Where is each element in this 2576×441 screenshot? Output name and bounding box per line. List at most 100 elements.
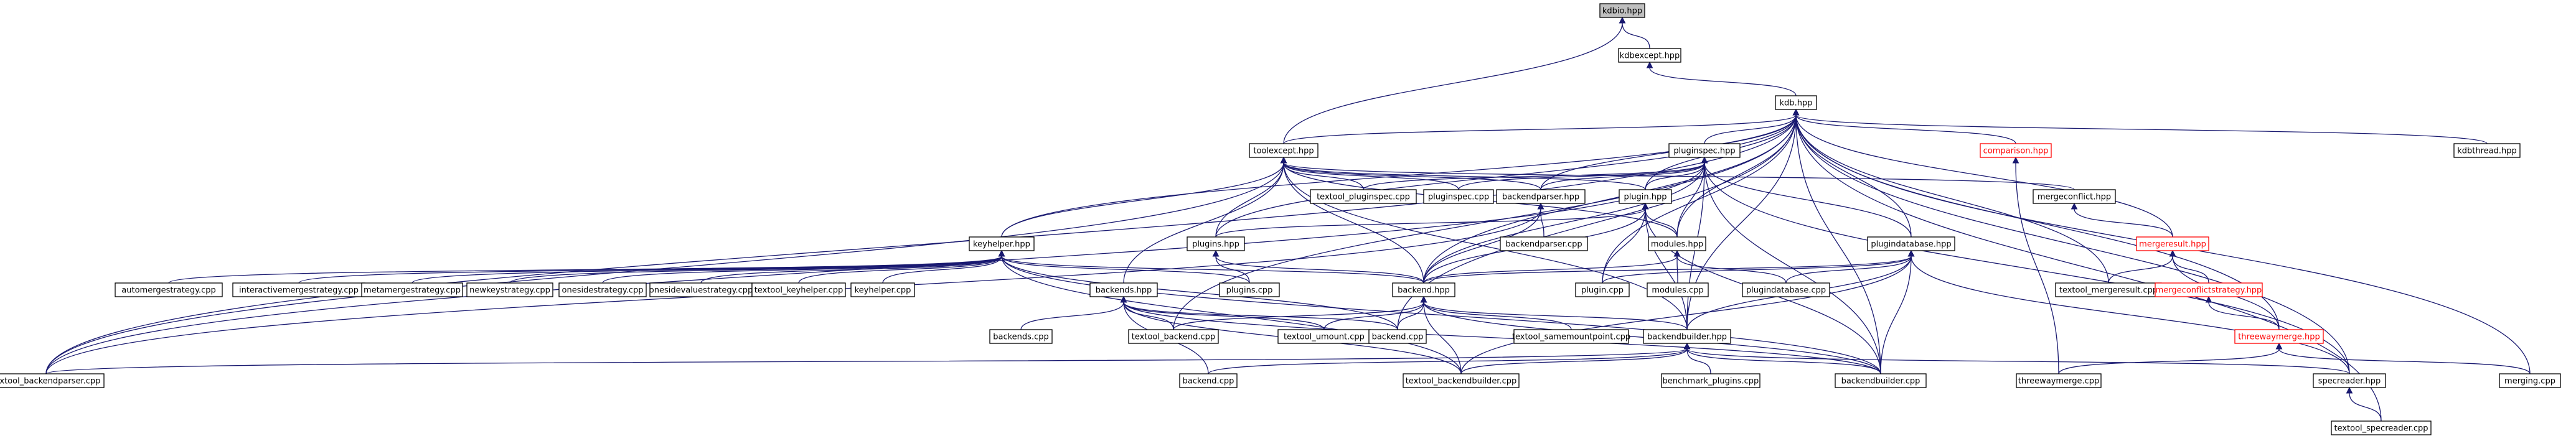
node-box (1648, 236, 1706, 251)
edge-kdb_hpp-to-textool_backend_cpp (1173, 114, 1797, 330)
edge-arrowhead-backendbuilder_hpp-to-textool_backendparser_cpp (1683, 342, 1691, 350)
edge-backend_hpp-to-backend_cpp_mid (1397, 302, 1424, 330)
node-label: backend.cpp (1372, 333, 1424, 342)
node-interactivemergestrategy-cpp[interactable]: interactivemergestrategy.cpp (232, 282, 365, 297)
node-plugin-cpp[interactable]: plugin.cpp (1575, 282, 1630, 297)
node-backendparser-cpp[interactable]: backendparser.cpp (1500, 236, 1588, 251)
node-textool-umount-cpp[interactable]: textool_umount.cpp (1277, 329, 1371, 344)
node-onesidevaluestrategy-cpp[interactable]: onesidevaluestrategy.cpp (649, 282, 753, 297)
edge-toolexcept_hpp-to-plugin_hpp (1283, 162, 1646, 190)
node-plugins-cpp[interactable]: plugins.cpp (1219, 282, 1280, 297)
node-label: plugins.hpp (1192, 240, 1239, 249)
edge-arrowhead-toolexcept_hpp-to-backendbuilder_hpp (1280, 156, 1287, 164)
node-threewaymerge-cpp[interactable]: threewaymerge.cpp (2016, 373, 2102, 388)
node-mergeconflict-hpp[interactable]: mergeconflict.hpp (2033, 189, 2116, 204)
node-modules-cpp[interactable]: modules.cpp (1647, 282, 1709, 297)
node-box (1980, 143, 2052, 158)
node-pluginspec-cpp[interactable]: pluginspec.cpp (1423, 189, 1494, 204)
node-mergeresult-hpp[interactable]: mergeresult.hpp (2136, 236, 2209, 251)
node-backend-hpp[interactable]: backend.hpp (1392, 282, 1455, 297)
node-keyhelper-cpp[interactable]: keyhelper.cpp (850, 282, 915, 297)
edge-arrowhead-mergeresult_hpp-to-threewaymerge_hpp (2169, 249, 2176, 257)
edge-backends_hpp-to-textool_backend_cpp (1123, 302, 1174, 330)
node-box (2136, 236, 2209, 251)
node-backend-cpp-mid[interactable]: backend.cpp (1368, 329, 1427, 344)
edge-kdb_hpp-to-mergeresult_hpp (1795, 114, 2173, 238)
node-automergestrategy-cpp[interactable]: automergestrategy.cpp (115, 282, 223, 297)
edge-arrowhead-keyhelper_hpp-to-backendbuilder_cpp (998, 249, 1005, 257)
edge-backend_hpp-to-textool_backendbuilder_cpp (1423, 302, 1462, 374)
node-textool-samemountpoint-cpp[interactable]: textool_samemountpoint.cpp (1512, 329, 1630, 344)
edge-kdb_hpp-to-textool_backendparser_cpp (45, 114, 1797, 374)
edge-arrowhead-kdb_hpp-to-backend_cpp_mid (1792, 108, 1800, 116)
node-box (1368, 329, 1427, 344)
node-label: merging.cpp (2504, 377, 2555, 386)
edge-threewaymerge_hpp-to-merging_cpp (2278, 348, 2531, 374)
node-label: newkeystrategy.cpp (469, 286, 550, 295)
node-box (2033, 189, 2116, 204)
node-kdbthread-hpp[interactable]: kdbthread.hpp (2453, 143, 2521, 158)
edge-toolexcept_hpp-to-textool_backendparser_cpp (45, 162, 1284, 374)
node-comparison-hpp[interactable]: comparison.hpp (1980, 143, 2052, 158)
edge-kdb_hpp-to-plugins_hpp (1215, 114, 1797, 238)
node-backend-cpp[interactable]: backend.cpp (1179, 373, 1238, 388)
node-textool-backendparser-cpp[interactable]: textool_backendparser.cpp (0, 373, 105, 388)
node-box (1575, 282, 1630, 297)
node-modules-hpp[interactable]: modules.hpp (1648, 236, 1706, 251)
edge-arrowhead-comparison_hpp-to-threewaymerge_cpp (2012, 156, 2019, 164)
edges-layer (45, 16, 2531, 422)
node-metamergestrategy-cpp[interactable]: metamergestrategy.cpp (361, 282, 463, 297)
edge-pluginspec_hpp-to-plugin_hpp (1645, 162, 1705, 190)
node-label: metamergestrategy.cpp (364, 286, 461, 295)
edge-backendbuilder_hpp-to-backendbuilder_cpp (1686, 348, 1881, 374)
node-backendbuilder-cpp[interactable]: backendbuilder.cpp (1835, 373, 1927, 388)
edge-arrowhead-kdbio_hpp-to-toolexcept_hpp (1619, 16, 1626, 24)
node-pluginspec-hpp[interactable]: pluginspec.hpp (1668, 143, 1741, 158)
node-label: onesidestrategy.cpp (562, 286, 644, 295)
node-backendparser-hpp[interactable]: backendparser.hpp (1496, 189, 1586, 204)
node-onesidestrategy-cpp[interactable]: onesidestrategy.cpp (558, 282, 647, 297)
node-textool-mergeresult-cpp[interactable]: textool_mergeresult.cpp (2055, 282, 2162, 297)
node-textool-backend-cpp[interactable]: textool_backend.cpp (1128, 329, 1219, 344)
node-plugin-hpp[interactable]: plugin.hpp (1619, 189, 1672, 204)
node-merging-cpp[interactable]: merging.cpp (2499, 373, 2561, 388)
node-plugins-hpp[interactable]: plugins.hpp (1187, 236, 1245, 251)
node-textool-backendbuilder-cpp[interactable]: textool_backendbuilder.cpp (1403, 373, 1520, 388)
node-label: keyhelper.cpp (855, 286, 911, 295)
node-box (1500, 236, 1588, 251)
node-keyhelper-hpp[interactable]: keyhelper.hpp (969, 236, 1035, 251)
node-mergeconflictstrategy-hpp[interactable]: mergeconflictstrategy.hpp (2155, 282, 2263, 297)
edge-kdb_hpp-to-pluginspec_hpp (1704, 114, 1797, 144)
node-benchmark-plugins-cpp[interactable]: benchmark_plugins.cpp (1661, 373, 1760, 388)
node-textool-pluginspec-cpp[interactable]: textool_pluginspec.cpp (1310, 189, 1417, 204)
node-backends-cpp[interactable]: backends.cpp (989, 329, 1053, 344)
node-threewaymerge-hpp[interactable]: threewaymerge.hpp (2234, 329, 2324, 344)
node-box (1089, 282, 1158, 297)
node-kdbexcept-hpp[interactable]: kdbexcept.hpp (1618, 48, 1681, 63)
node-specreader-hpp[interactable]: specreader.hpp (2313, 373, 2386, 388)
node-label: kdbexcept.hpp (1620, 52, 1680, 61)
edge-mergeconflictstrategy_hpp-to-threewaymerge_hpp (2208, 302, 2280, 330)
edge-arrowhead-backend_hpp-to-backendbuilder_cpp (1420, 295, 1427, 303)
node-plugindatabase-cpp[interactable]: plugindatabase.cpp (1742, 282, 1830, 297)
node-label: kdbthread.hpp (2457, 147, 2517, 156)
edge-pluginspec_hpp-to-backendparser_hpp (1540, 162, 1705, 190)
edge-toolexcept_hpp-to-pluginspec_cpp (1283, 162, 1459, 190)
edge-backend_hpp-to-textool_umount_cpp (1323, 302, 1424, 330)
node-textool-specreader-cpp[interactable]: textool_specreader.cpp (2331, 420, 2432, 435)
edge-backend_hpp-to-textool_samemountpoint_cpp (1423, 302, 1572, 330)
node-newkeystrategy-cpp[interactable]: newkeystrategy.cpp (466, 282, 553, 297)
edge-mergeconflict_hpp-to-mergeresult_hpp (2074, 208, 2173, 238)
node-textool-keyhelper-cpp[interactable]: textool_keyhelper.cpp (751, 282, 846, 297)
node-toolexcept-hpp[interactable]: toolexcept.hpp (1249, 143, 1319, 158)
node-plugindatabase-hpp[interactable]: plugindatabase.hpp (1867, 236, 1955, 251)
edge-plugindatabase_hpp-to-specreader_hpp (1911, 256, 2350, 374)
node-backends-hpp[interactable]: backends.hpp (1089, 282, 1158, 297)
node-box (1661, 373, 1760, 388)
node-box (1219, 282, 1280, 297)
edge-kdbexcept_hpp-to-kdb_hpp (1649, 67, 1797, 96)
node-kdb-hpp[interactable]: kdb.hpp (1775, 95, 1817, 110)
node-label: backendbuilder.cpp (1841, 377, 1920, 386)
node-backendbuilder-hpp[interactable]: backendbuilder.hpp (1643, 329, 1731, 344)
node-box (1599, 3, 1645, 18)
